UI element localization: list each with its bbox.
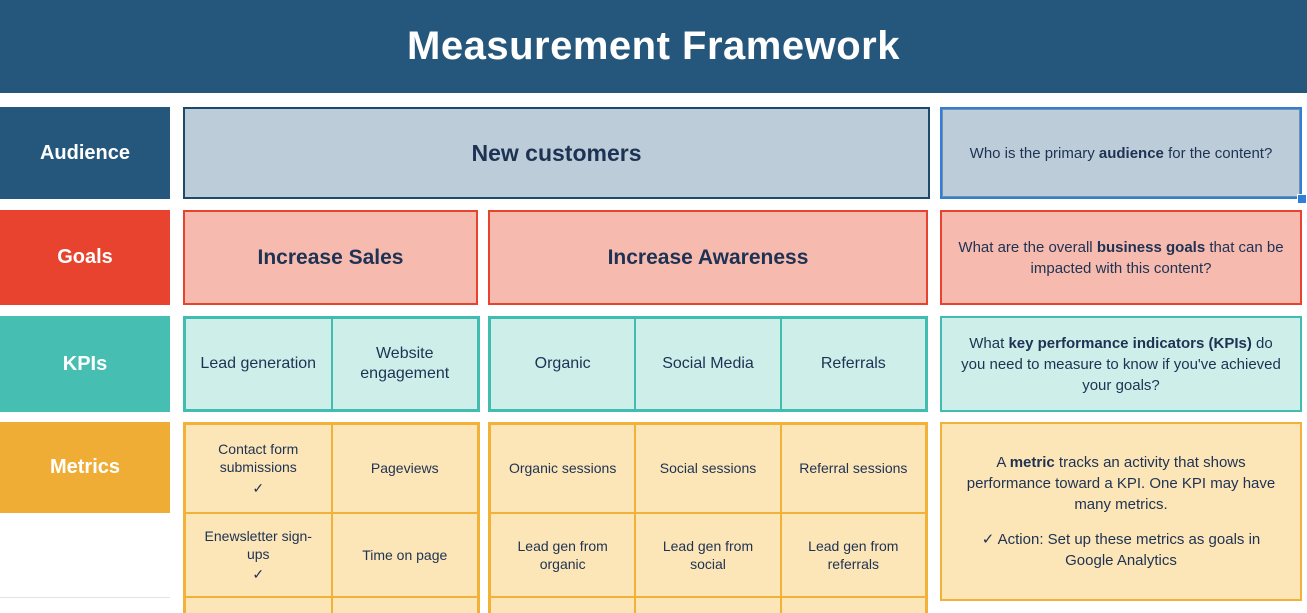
- metric-cell[interactable]: Lead gen from social: [635, 513, 781, 597]
- goal-increase-sales-text: Increase Sales: [257, 245, 404, 269]
- page-title: Measurement Framework: [407, 24, 900, 68]
- metric-cell[interactable]: Lead gen from organic: [490, 513, 636, 597]
- kpis-question-box[interactable]: What key performance indicators (KPIs) d…: [940, 316, 1302, 412]
- row-label-kpis[interactable]: KPIs: [0, 316, 170, 412]
- metric-cell-text: Organic sessions: [508, 460, 617, 477]
- metric-cell[interactable]: Social sessions: [635, 424, 781, 513]
- goal-box-increase-awareness[interactable]: Increase Awareness: [488, 210, 928, 305]
- title-banner[interactable]: Measurement Framework: [0, 0, 1307, 93]
- row-label-audience[interactable]: Audience: [0, 107, 170, 199]
- metric-cell[interactable]: [490, 597, 636, 613]
- metrics-action-text: ✓ Action: Set up these metrics as goals …: [981, 531, 1261, 569]
- goals-question-box[interactable]: What are the overall business goals that…: [940, 210, 1302, 305]
- metrics-question-box[interactable]: A metric tracks an activity that shows p…: [940, 422, 1302, 601]
- kpi-cell-text: Referrals: [820, 355, 886, 372]
- goal-increase-awareness-text: Increase Awareness: [607, 245, 809, 269]
- metric-cell[interactable]: [780, 597, 926, 613]
- metric-cell[interactable]: Time on page: [331, 513, 478, 597]
- audience-question-box-selected[interactable]: Who is the primary audience for the cont…: [940, 107, 1302, 199]
- metric-cell[interactable]: Contact form submissions ✓: [185, 424, 332, 513]
- kpis-question-text: What key performance indicators (KPIs) d…: [961, 334, 1281, 394]
- kpi-cell-text: Lead generation: [200, 355, 317, 372]
- audience-question-text: Who is the primary audience for the cont…: [969, 144, 1273, 162]
- kpi-group-awareness: Organic Social Media Referrals: [488, 316, 928, 412]
- metric-group-awareness: Organic sessions Social sessions Referral …: [488, 422, 928, 613]
- goal-box-increase-sales[interactable]: Increase Sales: [183, 210, 478, 305]
- selection-resize-handle[interactable]: [1297, 194, 1307, 204]
- metric-cell-text: Referral sessions: [799, 460, 908, 477]
- row-label-audience-text: Audience: [39, 141, 131, 164]
- metric-cell[interactable]: [185, 597, 332, 613]
- audience-value-text: New customers: [471, 139, 642, 166]
- metric-cell[interactable]: Enewsletter sign-ups ✓: [185, 513, 332, 597]
- metric-cell[interactable]: [331, 597, 478, 613]
- kpi-group-sales: Lead generation Website engagement: [183, 316, 480, 412]
- metric-cell[interactable]: Lead gen from referrals: [780, 513, 926, 597]
- row-label-metrics-text: Metrics: [49, 456, 121, 478]
- metric-cell-text: Social sessions: [659, 460, 757, 477]
- row-label-metrics[interactable]: Metrics: [0, 422, 170, 513]
- metric-cell[interactable]: Organic sessions: [490, 424, 636, 513]
- kpi-cell[interactable]: Social Media: [635, 318, 781, 410]
- metric-cell-text: Lead gen from organic: [517, 537, 608, 572]
- row-label-goals-text: Goals: [57, 246, 113, 268]
- kpi-cell[interactable]: Website engagement: [331, 318, 478, 410]
- kpi-cell-text: Organic: [534, 355, 591, 372]
- metric-cell-text: Contact form submissions: [218, 441, 299, 476]
- kpi-cell[interactable]: Referrals: [780, 318, 926, 410]
- kpi-cell-text: Social Media: [662, 355, 754, 372]
- metric-cell[interactable]: Pageviews: [331, 424, 478, 513]
- metric-cell-text: Lead gen from referrals: [808, 537, 899, 572]
- metric-cell-text: Pageviews: [370, 460, 439, 477]
- metric-cell-text: Enewsletter sign-ups: [204, 527, 312, 562]
- check-icon: ✓: [252, 479, 265, 496]
- metric-cell-text: Lead gen from social: [662, 537, 754, 572]
- audience-value-box[interactable]: New customers: [183, 107, 930, 199]
- row-label-kpis-text: KPIs: [62, 352, 108, 375]
- metrics-question-text: A metric tracks an activity that shows p…: [966, 454, 1276, 513]
- check-icon: ✓: [252, 566, 265, 583]
- kpi-cell-text: Website engagement: [360, 345, 450, 382]
- goals-question-text: What are the overall business goals that…: [958, 238, 1284, 277]
- next-row-divider: [0, 597, 170, 598]
- kpi-cell[interactable]: Organic: [490, 318, 636, 410]
- row-label-goals[interactable]: Goals: [0, 210, 170, 305]
- metric-cell[interactable]: [635, 597, 781, 613]
- metric-cell-text: Time on page: [362, 546, 448, 563]
- metric-cell[interactable]: Referral sessions: [780, 424, 926, 513]
- kpi-cell[interactable]: Lead generation: [185, 318, 332, 410]
